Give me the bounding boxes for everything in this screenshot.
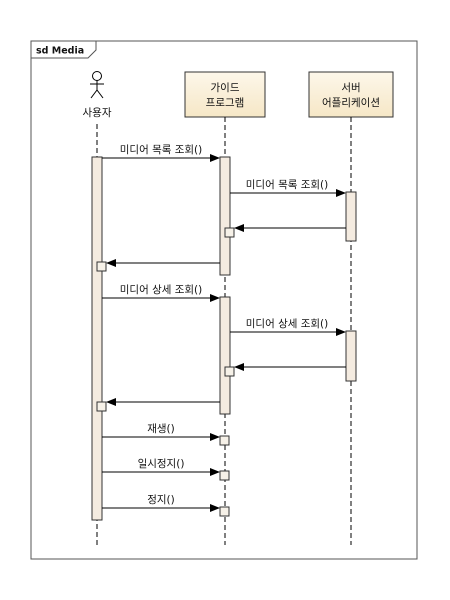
message-6-label: 일시정지() — [138, 457, 185, 470]
frame-title: sd Media — [36, 46, 84, 57]
activation-guide-2 — [219, 296, 231, 415]
async-receipt-guide-3 — [219, 506, 230, 517]
return-receipt-user-1 — [96, 261, 107, 272]
activation-server-2 — [345, 330, 357, 382]
participant-server-line1: 서버 — [341, 82, 360, 94]
participant-guide-box — [184, 71, 266, 118]
frame-title-tab — [30, 40, 97, 59]
message-3-label: 미디어 상세 조회() — [120, 284, 203, 296]
activation-user — [91, 156, 103, 521]
return-receipt-guide-2 — [224, 366, 235, 377]
return-receipt-guide-1 — [224, 227, 235, 238]
message-2-label: 미디어 목록 조회() — [246, 179, 329, 191]
return-receipt-user-2 — [96, 401, 107, 412]
async-receipt-guide-1 — [219, 435, 230, 446]
participant-server-box — [308, 71, 394, 118]
participant-guide-line1: 가이드 — [211, 82, 240, 94]
actor-head — [92, 71, 102, 81]
message-5-label: 재생() — [147, 423, 175, 435]
async-receipt-guide-2 — [219, 470, 230, 481]
message-4-label: 미디어 상세 조회() — [246, 318, 329, 330]
activation-server-1 — [345, 191, 357, 242]
actor-user-name: 사용자 — [83, 107, 112, 119]
actor-user — [90, 71, 104, 99]
participant-server-line2: 어플리케이션 — [322, 97, 380, 109]
activation-guide-1 — [219, 156, 231, 276]
message-7-label: 정지() — [147, 494, 175, 506]
participant-guide-line2: 프로그램 — [206, 97, 245, 109]
message-1-label: 미디어 목록 조회() — [120, 144, 203, 156]
